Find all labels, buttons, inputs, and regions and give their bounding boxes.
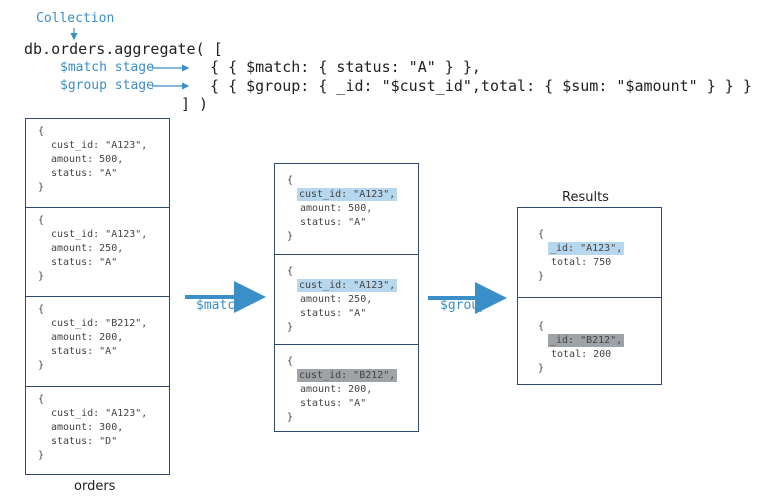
group-stage-label: $group stage [60,78,154,93]
match-stage-code: { { $match: { status: "A" } }, [210,58,481,76]
cust-id-highlight-gray: cust_id: "B212", [297,369,398,382]
matched-doc: { cust_id: "B212", amount: 200, status: … [275,344,418,431]
result-doc: { _id: "B212", total: 200 } [518,297,661,384]
group-stage-body: { $group: { _id: "$cust_id",total: { $su… [228,77,752,95]
orders-doc: { cust_id: "A123", amount: 300, status: … [26,386,169,474]
group-stage-code: { { $group: { _id: "$cust_id",total: { $… [210,77,752,95]
result-doc: { _id: "A123", total: 750 } [538,229,625,282]
matched-docs-box: { cust_id: "A123", amount: 500, status: … [274,163,419,432]
cust-id-highlight: cust_id: "A123", [297,188,398,201]
results-caption: Results [562,190,609,205]
collection-label: Collection [36,11,115,26]
aggregate-close: ] ) [181,95,209,113]
orders-doc: { cust_id: "A123", amount: 250, status: … [26,207,169,296]
orders-doc: { cust_id: "B212", amount: 200, status: … [26,296,169,386]
orders-caption: orders [74,479,116,494]
orders-collection-box: { cust_id: "A123", amount: 500, status: … [25,118,170,475]
results-box: { _id: "A123", total: 750 } { _id: "B212… [517,207,662,385]
group-arrow-label: $group [440,298,487,313]
match-stage-body: { $match: { status: "A" } }, [228,58,481,76]
orders-doc: { cust_id: "A123", amount: 500, status: … [38,126,148,193]
matched-doc: { cust_id: "A123", amount: 500, status: … [287,175,398,242]
match-arrow-label: $match [196,298,243,313]
aggregate-call: db.orders.aggregate( [ [24,40,223,58]
matched-doc: { cust_id: "A123", amount: 250, status: … [275,254,418,344]
cust-id-highlight: cust_id: "A123", [297,279,398,292]
match-stage-label: $match stage [60,60,154,75]
id-highlight-gray: _id: "B212", [548,334,625,347]
id-highlight: _id: "A123", [548,242,625,255]
